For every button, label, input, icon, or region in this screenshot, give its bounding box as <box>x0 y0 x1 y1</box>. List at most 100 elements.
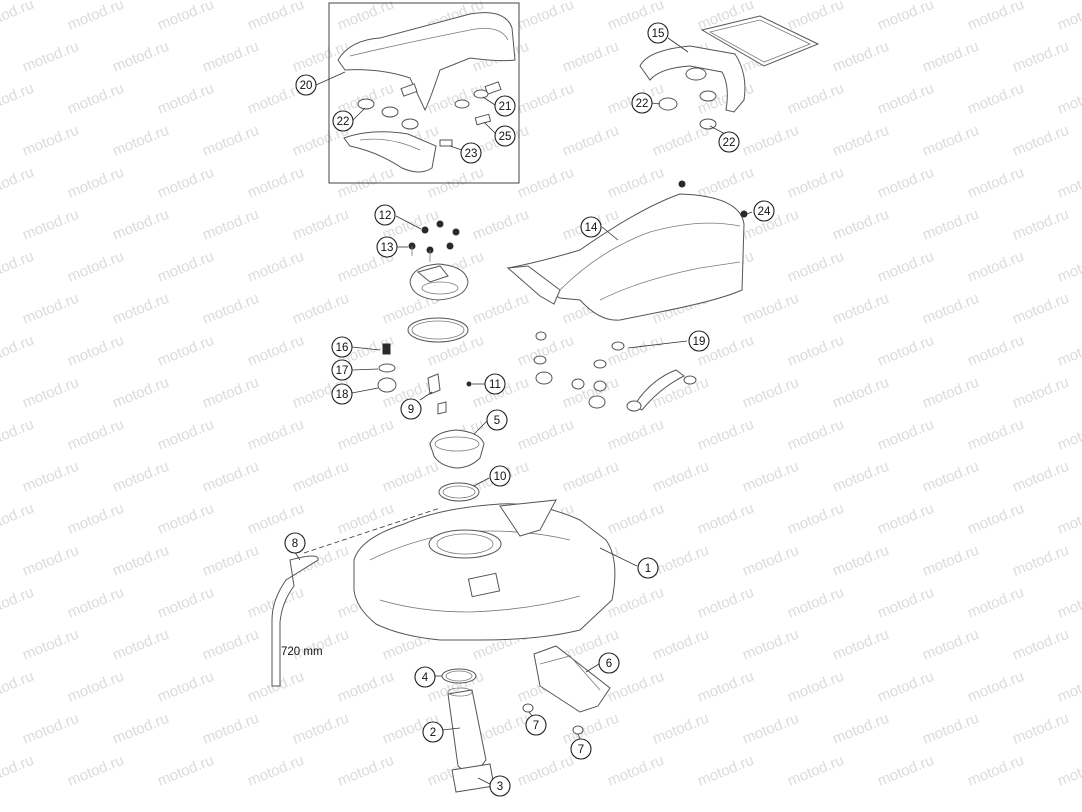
watermark-text: motod.ru <box>290 458 351 496</box>
callout-number: 11 <box>489 379 501 391</box>
watermark-text: motod.ru <box>740 374 801 412</box>
callout-circle <box>374 204 396 226</box>
callout-21: 21 <box>494 95 516 117</box>
callout-5: 5 <box>486 409 508 431</box>
callout-number: 15 <box>652 28 665 40</box>
watermark-text: motod.ru <box>785 248 846 286</box>
tank-side-panel <box>499 499 557 537</box>
tank-opening <box>428 529 502 559</box>
callout-number: 3 <box>497 781 503 793</box>
callout-23: 23 <box>460 142 482 164</box>
watermark-text: motod.ru <box>560 38 621 76</box>
watermark-text: motod.ru <box>20 710 81 748</box>
watermark-text: motod.ru <box>245 164 306 202</box>
watermark-text: motod.ru <box>65 752 126 790</box>
watermark-text: motod.ru <box>155 584 216 622</box>
callout-16: 16 <box>331 336 353 358</box>
watermark-text: motod.ru <box>470 206 531 244</box>
watermark-text: motod.ru <box>155 248 216 286</box>
watermark-text: motod.ru <box>875 332 936 370</box>
tank-label <box>467 572 501 598</box>
watermark-text: motod.ru <box>650 710 711 748</box>
watermark-text: motod.ru <box>1010 542 1071 580</box>
watermark-text: motod.ru <box>1010 626 1071 664</box>
callout-layer: 1234567789101112131415161718192021222222… <box>284 22 775 797</box>
callout-circle <box>489 775 511 797</box>
inset-frame <box>328 2 520 184</box>
watermark-text: motod.ru <box>740 710 801 748</box>
watermark-text: motod.ru <box>20 542 81 580</box>
vent-hose: 720 mm <box>271 507 441 687</box>
sender-top <box>434 436 480 452</box>
watermark-text: motod.ru <box>695 584 756 622</box>
tank-bracket-6 <box>533 645 611 713</box>
watermark-text: motod.ru <box>1055 164 1082 202</box>
pillion-seat-inset <box>315 2 520 184</box>
callout-number: 16 <box>336 342 349 354</box>
callout-number: 23 <box>465 148 478 160</box>
watermark-text: motod.ru <box>515 752 576 790</box>
watermark-text: motod.ru <box>110 122 171 160</box>
callout-number: 7 <box>578 744 584 756</box>
callout-number: 22 <box>636 98 649 110</box>
watermark-text: motod.ru <box>65 584 126 622</box>
watermark-text: motod.ru <box>830 458 891 496</box>
watermark-text: motod.ru <box>965 416 1026 454</box>
watermark-text: motod.ru <box>1010 374 1071 412</box>
watermark-text: motod.ru <box>65 416 126 454</box>
watermark-text: motod.ru <box>335 416 396 454</box>
callout-22a: 22 <box>332 110 354 132</box>
filter-top <box>447 687 473 697</box>
watermark-text: motod.ru <box>965 668 1026 706</box>
rubber-grommet <box>699 118 717 130</box>
callout-circle <box>688 330 710 352</box>
tank-bracket-group <box>522 645 611 740</box>
clip-23 <box>439 139 453 147</box>
callout-circle <box>637 557 659 579</box>
callout-circle <box>580 216 602 238</box>
watermark-text: motod.ru <box>0 332 36 370</box>
watermark-text: motod.ru <box>20 374 81 412</box>
rubber-grommet <box>381 106 399 118</box>
grommet <box>593 380 607 392</box>
watermark-text: motod.ru <box>200 374 261 412</box>
grab-handle-group <box>639 15 820 136</box>
fuel-filter-group <box>432 668 495 793</box>
watermark-text: motod.ru <box>875 500 936 538</box>
watermark-text: motod.ru <box>875 584 936 622</box>
watermark-text: motod.ru <box>200 710 261 748</box>
callout-13: 13 <box>376 236 398 258</box>
watermark-text: motod.ru <box>1010 206 1071 244</box>
watermark-text: motod.ru <box>785 668 846 706</box>
watermark-text: motod.ru <box>785 0 846 34</box>
watermark-text: motod.ru <box>110 626 171 664</box>
nut <box>535 331 547 341</box>
watermark-text: motod.ru <box>110 374 171 412</box>
watermark-text: motod.ru <box>290 710 351 748</box>
watermark-text: motod.ru <box>605 164 666 202</box>
hose-length-label: 720 mm <box>281 646 323 658</box>
bolt <box>421 226 429 234</box>
watermark-text: motod.ru <box>155 500 216 538</box>
watermark-text: motod.ru <box>65 248 126 286</box>
center-hardware-group <box>419 373 485 415</box>
watermark-text: motod.ru <box>110 542 171 580</box>
callout-circle <box>331 336 353 358</box>
watermark-text: motod.ru <box>1010 290 1071 328</box>
callout-circle <box>331 359 353 381</box>
callout-17: 17 <box>331 359 353 381</box>
watermark-text: motod.ru <box>965 752 1026 790</box>
watermark-text: motod.ru <box>965 80 1026 118</box>
callout-number: 17 <box>336 365 349 377</box>
watermark-text: motod.ru <box>875 752 936 790</box>
watermark-text: motod.ru <box>20 458 81 496</box>
screw-11 <box>466 381 472 387</box>
watermark-text: motod.ru <box>65 332 126 370</box>
callout-circle <box>376 236 398 258</box>
watermark-text: motod.ru <box>20 206 81 244</box>
grommet <box>588 395 606 409</box>
tank-lower-line <box>379 595 581 613</box>
watermark-text: motod.ru <box>560 710 621 748</box>
rubber-grommet <box>357 98 375 110</box>
seal-ring-4-inner <box>445 670 473 682</box>
